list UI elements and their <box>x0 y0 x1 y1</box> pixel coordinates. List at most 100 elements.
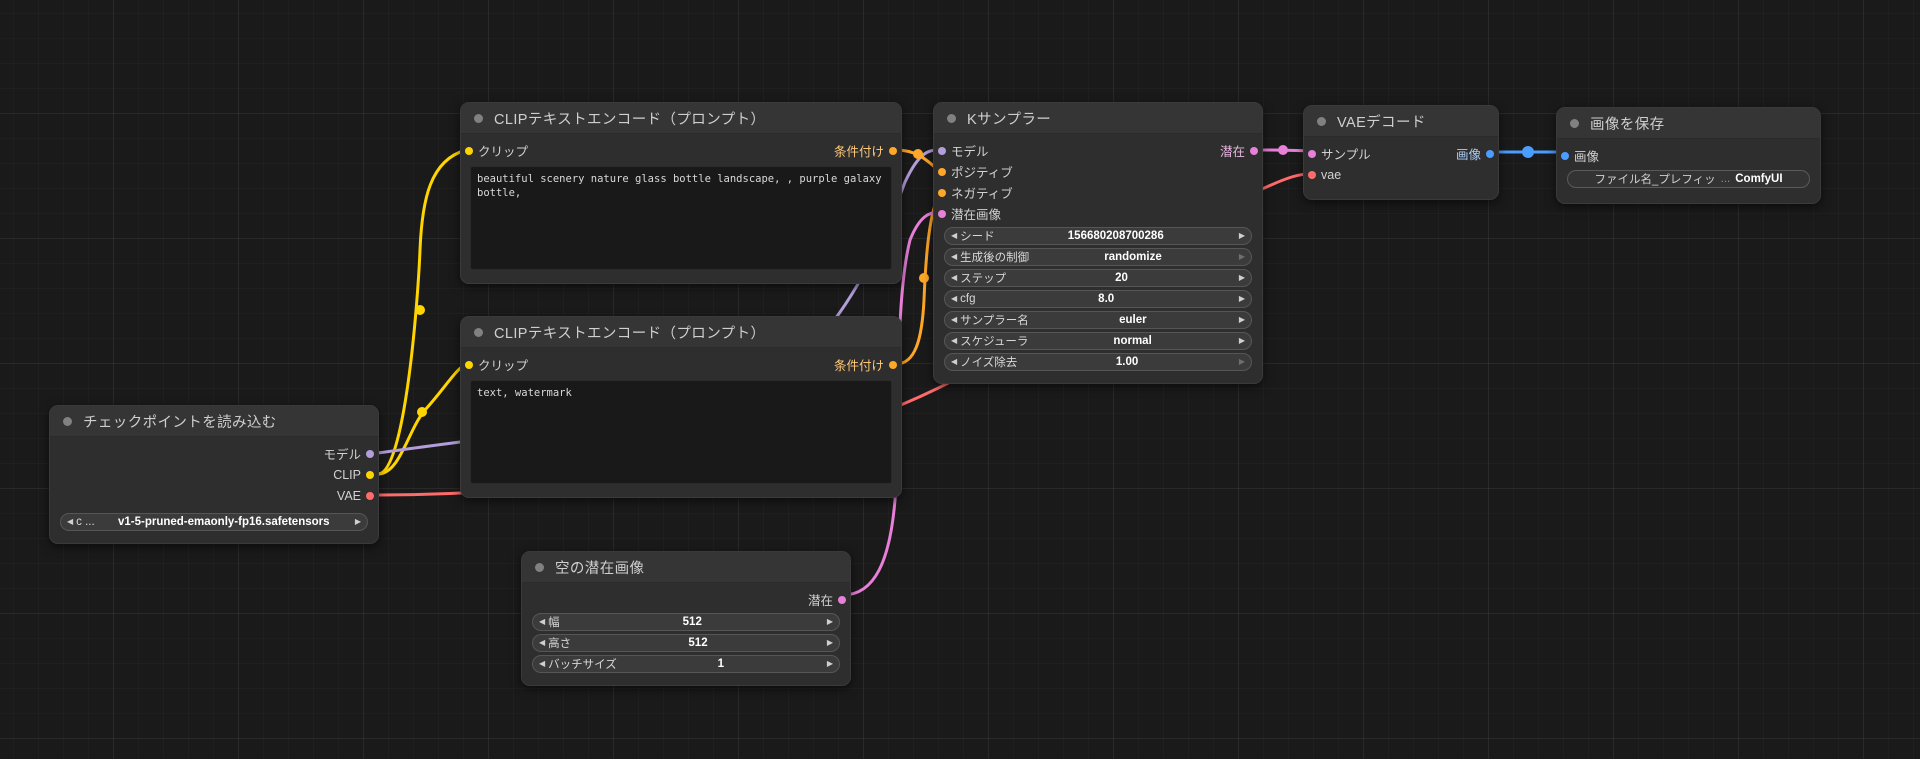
node-title-text: VAEデコード <box>1337 114 1426 131</box>
input-slot-latent-image[interactable]: 潜在画像 <box>934 203 1262 224</box>
prev-arrow-icon[interactable]: ◀ <box>539 659 546 668</box>
prev-arrow-icon[interactable]: ◀ <box>951 294 958 303</box>
vae-port-dot-icon[interactable] <box>1308 170 1316 179</box>
input-slot-vae[interactable]: vae <box>1304 164 1498 185</box>
prev-arrow-icon[interactable]: ◀ <box>951 273 958 282</box>
latent-port-dot-icon[interactable] <box>838 595 846 604</box>
model-port-dot-icon[interactable] <box>366 449 374 458</box>
prev-arrow-icon[interactable]: ◀ <box>67 517 74 526</box>
prev-arrow-icon[interactable]: ◀ <box>539 638 546 647</box>
slot-row-model-latent[interactable]: モデル 潜在 <box>934 140 1262 161</box>
collapse-dot-icon[interactable] <box>1570 118 1579 128</box>
next-arrow-icon[interactable]: ▶ <box>826 638 833 647</box>
widget-batch-size[interactable]: ◀ バッチサイズ 1 ▶ <box>532 655 840 673</box>
collapse-dot-icon[interactable] <box>474 327 483 337</box>
next-arrow-icon[interactable]: ▶ <box>1238 231 1245 240</box>
image-port-dot-icon[interactable] <box>1486 149 1494 158</box>
next-arrow-icon[interactable]: ▶ <box>826 617 833 626</box>
prev-arrow-icon[interactable]: ◀ <box>951 231 958 240</box>
prompt-textarea[interactable]: beautiful scenery nature glass bottle la… <box>470 166 892 270</box>
collapse-dot-icon[interactable] <box>63 416 72 426</box>
node-title-bar[interactable]: Kサンプラー <box>934 103 1262 134</box>
widget-width[interactable]: ◀ 幅 512 ▶ <box>532 613 840 631</box>
output-slot-latent[interactable]: 潜在 <box>522 589 850 610</box>
output-slot-vae[interactable]: VAE <box>50 485 378 506</box>
widget-label: ステップ <box>960 273 1007 285</box>
widget-steps[interactable]: ◀ ステップ 20 ▶ <box>944 269 1252 287</box>
widget-ckpt-name[interactable]: ◀ c ... v1-5-pruned-emaonly-fp16.safeten… <box>60 513 368 531</box>
prev-arrow-icon[interactable]: ◀ <box>951 336 958 345</box>
output-slot-model[interactable]: モデル <box>50 443 378 464</box>
widget-seed[interactable]: ◀ シード 156680208700286 ▶ <box>944 227 1252 245</box>
node-save-image[interactable]: 画像を保存 画像 ファイル名_プレフィッ ... ComfyUI <box>1556 107 1821 204</box>
next-arrow-icon[interactable]: ▶ <box>1238 294 1245 303</box>
node-ksampler[interactable]: Kサンプラー モデル 潜在 ポジティブ ネガティブ 潜在画像 <box>933 102 1263 384</box>
clip-port-dot-icon[interactable] <box>465 360 473 369</box>
widget-scheduler[interactable]: ◀ スケジューラ normal ▶ <box>944 332 1252 350</box>
node-title-bar[interactable]: CLIPテキストエンコード（プロンプト） <box>461 317 901 348</box>
slot-row-clip-conditioning[interactable]: クリップ 条件付け <box>461 354 901 375</box>
node-title-bar[interactable]: 空の潜在画像 <box>522 552 850 583</box>
prev-arrow-icon[interactable]: ◀ <box>539 617 546 626</box>
vae-port-dot-icon[interactable] <box>366 491 374 500</box>
slot-row-clip-conditioning[interactable]: クリップ 条件付け <box>461 140 901 161</box>
widget-label: cfg <box>960 293 976 305</box>
node-title-bar[interactable]: VAEデコード <box>1304 106 1498 137</box>
collapse-dot-icon[interactable] <box>474 113 483 123</box>
node-empty-latent-image[interactable]: 空の潜在画像 潜在 ◀ 幅 512 ▶ ◀ 高さ 512 ▶ <box>521 551 851 686</box>
output-slot-label: 潜在 <box>1219 145 1245 159</box>
widget-cfg[interactable]: ◀ cfg 8.0 ▶ <box>944 290 1252 308</box>
output-slot-clip[interactable]: CLIP <box>50 464 378 485</box>
widget-height[interactable]: ◀ 高さ 512 ▶ <box>532 634 840 652</box>
next-arrow-icon[interactable]: ▶ <box>1238 336 1245 345</box>
clip-port-dot-icon[interactable] <box>366 470 374 479</box>
widget-label: 高さ <box>548 638 572 650</box>
prev-arrow-icon[interactable]: ◀ <box>951 252 958 261</box>
node-title-bar[interactable]: 画像を保存 <box>1557 108 1820 139</box>
slot-label: ポジティブ <box>951 166 1013 180</box>
input-slot-negative[interactable]: ネガティブ <box>934 182 1262 203</box>
prev-arrow-icon[interactable]: ◀ <box>951 357 958 366</box>
latent-port-dot-icon[interactable] <box>938 209 946 218</box>
node-title-bar[interactable]: CLIPテキストエンコード（プロンプト） <box>461 103 901 134</box>
next-arrow-icon[interactable]: ▶ <box>1238 252 1245 261</box>
slot-label: 潜在画像 <box>951 208 1002 222</box>
image-port-dot-icon[interactable] <box>1561 151 1569 160</box>
node-checkpoint-loader[interactable]: チェックポイントを読み込む モデル CLIP VAE ◀ c ... v1-5-… <box>49 405 379 544</box>
output-slot-label: 条件付け <box>833 359 884 373</box>
collapse-dot-icon[interactable] <box>1317 116 1326 126</box>
slot-row-samples-image[interactable]: サンプル 画像 <box>1304 143 1498 164</box>
latent-port-dot-icon[interactable] <box>1250 146 1258 155</box>
input-slot-images[interactable]: 画像 <box>1557 145 1820 166</box>
node-title-bar[interactable]: チェックポイントを読み込む <box>50 406 378 437</box>
widget-control-after-generate[interactable]: ◀ 生成後の制御 randomize ▶ <box>944 248 1252 266</box>
prompt-textarea[interactable]: text, watermark <box>470 380 892 484</box>
next-arrow-icon[interactable]: ▶ <box>354 517 361 526</box>
node-vae-decode[interactable]: VAEデコード サンプル 画像 vae <box>1303 105 1499 200</box>
input-slot-positive[interactable]: ポジティブ <box>934 161 1262 182</box>
clip-port-dot-icon[interactable] <box>465 146 473 155</box>
model-port-dot-icon[interactable] <box>938 146 946 155</box>
conditioning-port-dot-icon[interactable] <box>889 146 897 155</box>
slot-label: 潜在 <box>807 594 833 608</box>
node-title-text: チェックポイントを読み込む <box>83 414 277 431</box>
latent-port-dot-icon[interactable] <box>1308 149 1316 158</box>
collapse-dot-icon[interactable] <box>535 562 544 572</box>
input-slot-label: クリップ <box>478 145 529 159</box>
prev-arrow-icon[interactable]: ◀ <box>951 315 958 324</box>
conditioning-port-dot-icon[interactable] <box>938 167 946 176</box>
next-arrow-icon[interactable]: ▶ <box>826 659 833 668</box>
node-clip-text-encode-negative[interactable]: CLIPテキストエンコード（プロンプト） クリップ 条件付け text, wat… <box>460 316 902 498</box>
slot-label: モデル <box>323 448 361 462</box>
widget-filename-prefix[interactable]: ファイル名_プレフィッ ... ComfyUI <box>1567 170 1810 188</box>
node-clip-text-encode-positive[interactable]: CLIPテキストエンコード（プロンプト） クリップ 条件付け beautiful… <box>460 102 902 284</box>
collapse-dot-icon[interactable] <box>947 113 956 123</box>
conditioning-port-dot-icon[interactable] <box>938 188 946 197</box>
widget-sampler-name[interactable]: ◀ サンプラー名 euler ▶ <box>944 311 1252 329</box>
conditioning-port-dot-icon[interactable] <box>889 360 897 369</box>
widget-denoise[interactable]: ◀ ノイズ除去 1.00 ▶ <box>944 353 1252 371</box>
next-arrow-icon[interactable]: ▶ <box>1238 273 1245 282</box>
next-arrow-icon[interactable]: ▶ <box>1238 315 1245 324</box>
next-arrow-icon[interactable]: ▶ <box>1238 357 1245 366</box>
